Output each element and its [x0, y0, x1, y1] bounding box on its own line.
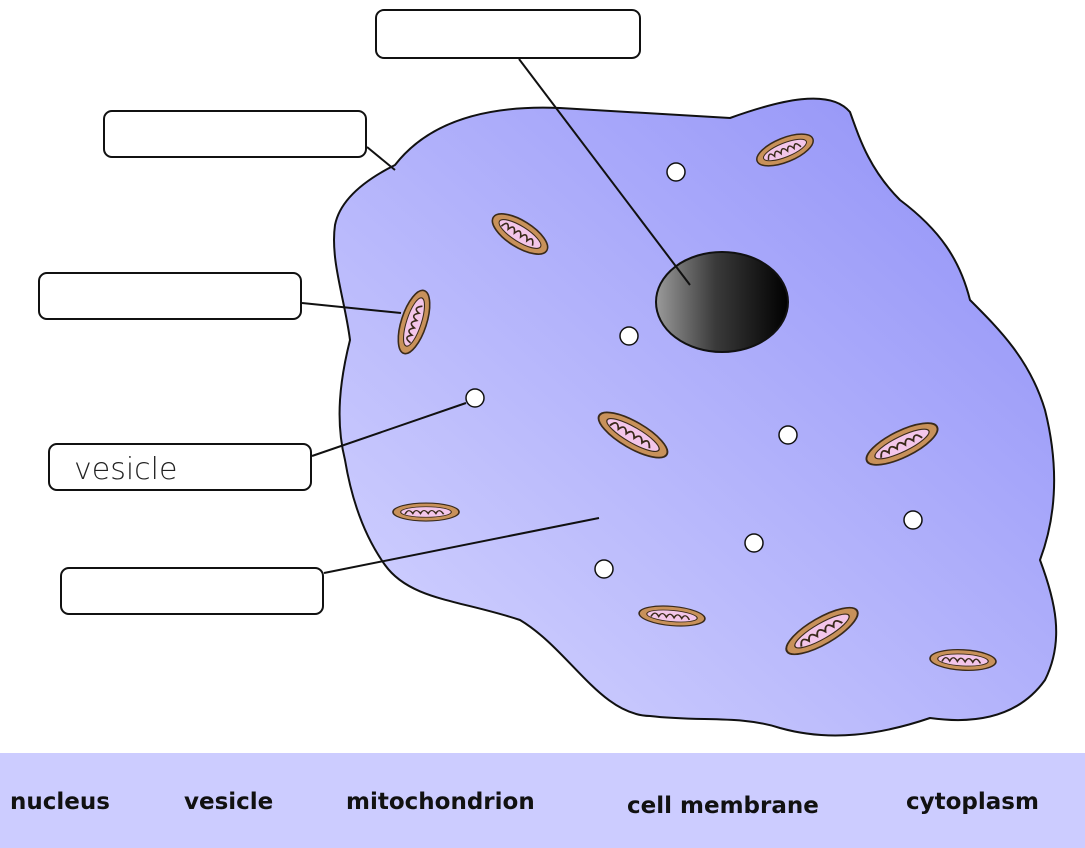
- label-box-cytoplasm[interactable]: [60, 567, 324, 615]
- mitochondrion: [393, 503, 459, 521]
- cell-body: [334, 99, 1056, 736]
- label-box-mitochondrion[interactable]: [38, 272, 302, 320]
- leader-line-membrane: [367, 147, 395, 170]
- word-bank-item[interactable]: vesicle: [184, 789, 273, 815]
- word-bank-item[interactable]: nucleus: [10, 789, 110, 815]
- label-box-nucleus[interactable]: [375, 9, 641, 59]
- vesicle: [779, 426, 797, 444]
- vesicle: [745, 534, 763, 552]
- word-bank-item[interactable]: cytoplasm: [906, 789, 1039, 815]
- word-bank-item[interactable]: cell membrane: [627, 793, 819, 819]
- vesicle: [620, 327, 638, 345]
- vesicle: [466, 389, 484, 407]
- word-bank: nucleus vesicle mitochondrion cell membr…: [0, 753, 1085, 848]
- label-box-cell-membrane[interactable]: [103, 110, 367, 158]
- vesicle: [595, 560, 613, 578]
- vesicle: [667, 163, 685, 181]
- word-bank-item[interactable]: mitochondrion: [346, 789, 535, 815]
- vesicle: [904, 511, 922, 529]
- label-box-vesicle[interactable]: vesicle: [48, 443, 312, 491]
